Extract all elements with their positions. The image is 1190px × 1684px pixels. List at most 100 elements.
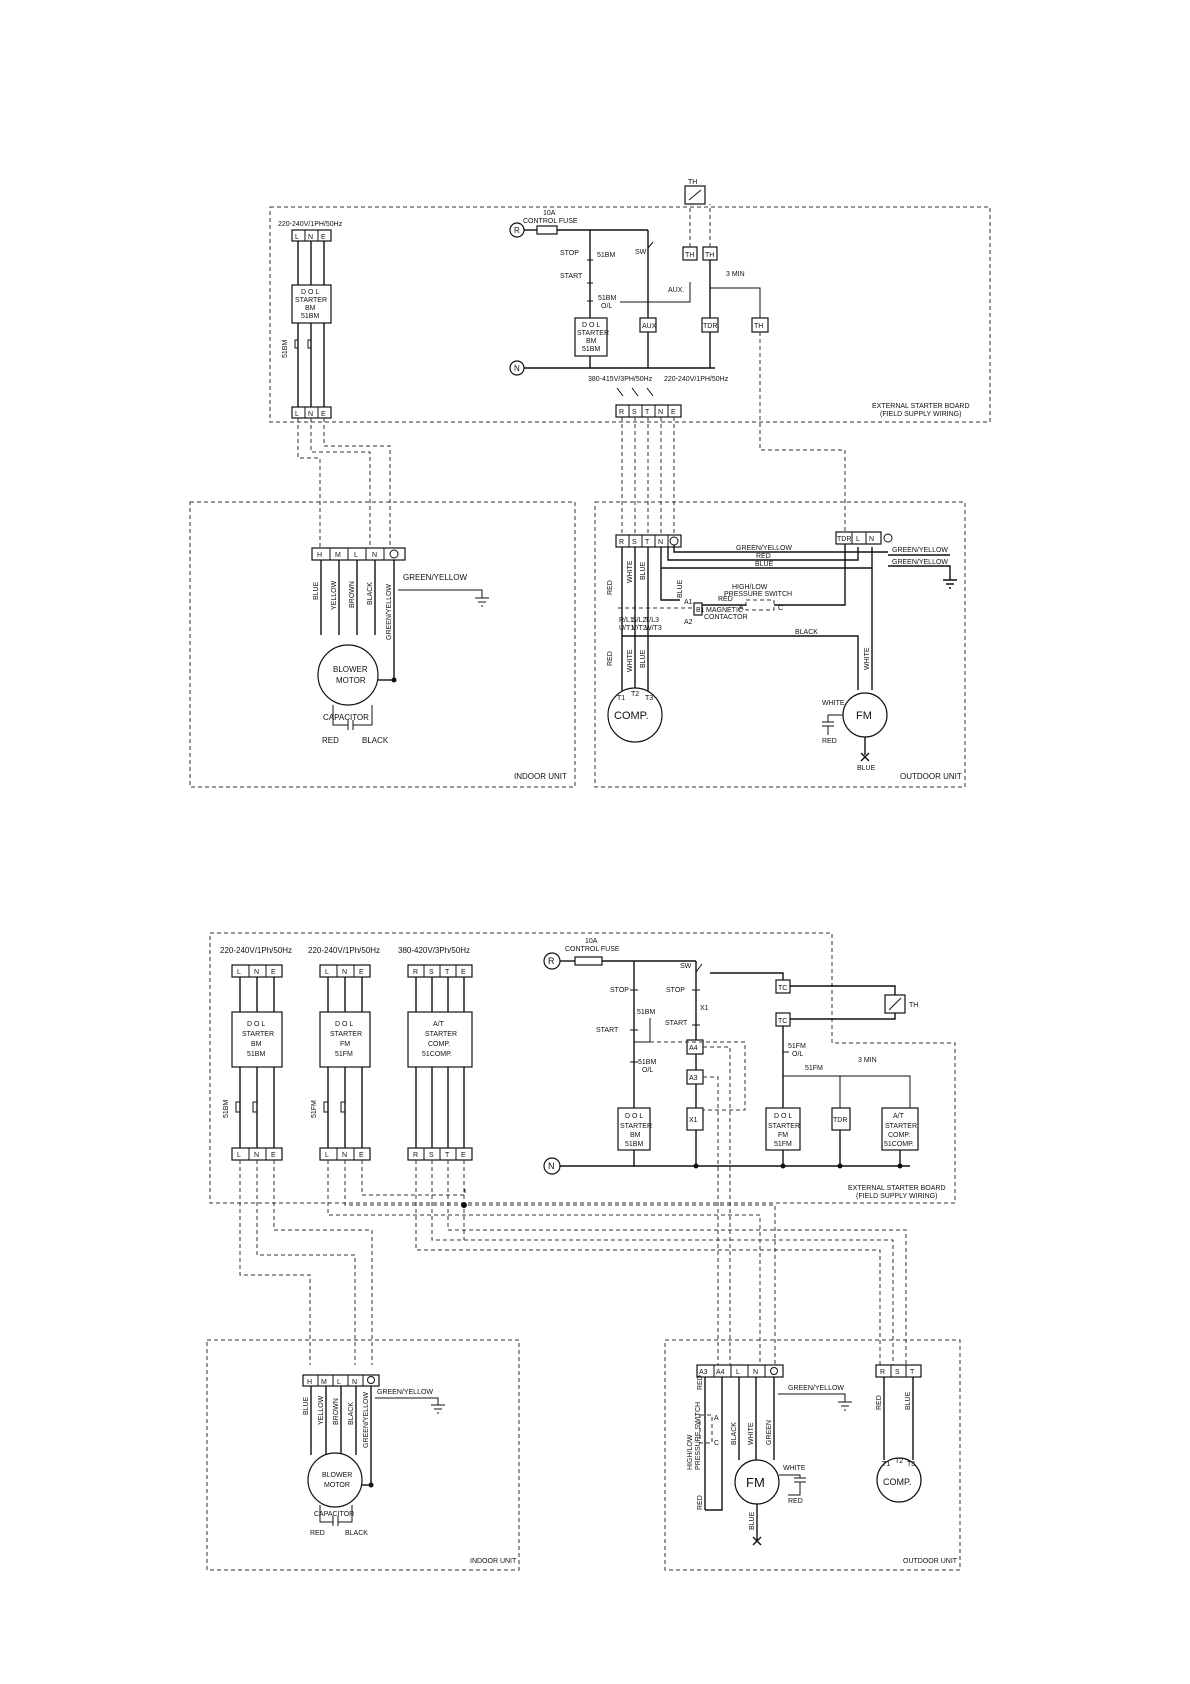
rste-t-b: T — [445, 1152, 450, 1159]
min3-label-1: 3 MIN — [726, 271, 745, 278]
mc-t2: S/L2 — [632, 617, 647, 624]
dfmc2-4: 51FM — [774, 1141, 792, 1148]
x1-coil-label: X1 — [689, 1117, 698, 1124]
th-box-1-label: TH — [685, 252, 694, 259]
o2-fm-green: GREEN — [766, 1420, 773, 1445]
ext-board-2-b: (FIELD SUPPLY WIRING) — [856, 1193, 937, 1200]
in2-yellow: YELLOW — [318, 1395, 325, 1425]
ext-board-label-2: (FIELD SUPPLY WIRING) — [880, 411, 961, 418]
dol-bm-c-l2: STARTER — [577, 330, 609, 337]
atc-4: 51COMP. — [884, 1141, 914, 1148]
dbm2-1: D O L — [247, 1021, 265, 1028]
dol-starter-bm-control-2 — [617, 1107, 651, 1151]
fan-motor-2-label: FM — [746, 1475, 765, 1490]
control-fuse-1 — [536, 225, 558, 235]
o2-comp-red: RED — [876, 1395, 883, 1410]
a3-label: A3 — [689, 1075, 698, 1082]
fm-e: E — [359, 969, 364, 976]
b1: B1 — [696, 607, 705, 614]
dfmc2-2: STARTER — [768, 1123, 800, 1130]
o2-red-bottom: RED — [697, 1495, 704, 1510]
hl-c-1: C — [778, 605, 783, 612]
th-box-3-label: TH — [754, 323, 763, 330]
tdr-box-2 — [831, 1107, 851, 1131]
ol51bm-label-1b: O/L — [601, 303, 612, 310]
lne-bot-l: L — [295, 411, 299, 418]
o2-hl-b: PRESSURE SWITCH — [695, 1402, 702, 1470]
o2-n: N — [753, 1369, 758, 1376]
rste-r-b: R — [413, 1152, 418, 1159]
o2-t2: T2 — [895, 1458, 903, 1465]
ground-symbol-indoor-2 — [367, 1376, 375, 1384]
rste-s-b: S — [429, 1152, 434, 1159]
in2-gy-wire: GREEN/YELLOW — [363, 1392, 370, 1448]
compressor-1-label: COMP. — [614, 710, 649, 722]
sw51bm-2: 51BM — [223, 1100, 230, 1118]
comp-t2: T2 — [631, 691, 639, 698]
o2-t: T — [910, 1369, 915, 1376]
aux-label-1: AUX. — [668, 287, 684, 294]
indoor-term-n: N — [372, 552, 377, 559]
capacitor-red-1: RED — [322, 736, 339, 745]
x1-contact: X1 — [700, 1005, 709, 1012]
atc-2: STARTER — [885, 1123, 917, 1130]
fm-wire-white: WHITE — [864, 647, 871, 670]
outdoor-unit-label: OUTDOOR UNIT — [900, 772, 962, 781]
out-term-t: T — [645, 539, 650, 546]
o2-t3: T3 — [907, 1461, 915, 1468]
hl-switch-1-b: PRESSURE SWITCH — [724, 591, 792, 598]
outdoor-unit-box-2 — [664, 1339, 961, 1571]
lne-top-e: E — [321, 234, 326, 241]
out-gy-1: GREEN/YELLOW — [892, 547, 948, 554]
mc-label-1a: MAGNETIC — [706, 607, 743, 614]
out-wire-red-r: RED — [607, 580, 614, 595]
dbmc2-2: STARTER — [620, 1123, 652, 1130]
indoor-unit-label-2: INDOOR UNIT — [470, 1558, 517, 1565]
rste-r: R — [413, 969, 418, 976]
at-4: 51COMP. — [422, 1051, 452, 1058]
in2-h: H — [307, 1379, 312, 1386]
in2-black: BLACK — [348, 1402, 355, 1425]
sw-label-1: SW — [635, 249, 647, 256]
fuse-label-2: CONTROL FUSE — [565, 946, 620, 953]
dol-bm-l4: 51BM — [301, 313, 319, 320]
hl-switch-box-2 — [699, 1414, 713, 1444]
dol-starter-bm-2 — [231, 1011, 283, 1068]
out-term-n: N — [658, 539, 663, 546]
ol51bm-2b: O/L — [642, 1067, 653, 1074]
diagram-1: TH EXTERNAL STARTER BOARD (FIELD SUPPLY … — [189, 179, 991, 788]
rstne-n: N — [658, 409, 663, 416]
external-starter-board-box — [269, 206, 991, 423]
mc-a1: A1 — [684, 599, 693, 606]
lne-bot-n: N — [308, 411, 313, 418]
supply-3ph-label: 380-415V/3PH/50Hz — [588, 376, 653, 383]
supply-2-bm: 220-240V/1Ph/50Hz — [220, 946, 292, 955]
comp-t1: T1 — [617, 695, 625, 702]
lne-top-l: L — [295, 234, 299, 241]
at-1: A/T — [433, 1021, 445, 1028]
hl-a-1: A — [739, 605, 744, 612]
blower-2-b: MOTOR — [324, 1482, 350, 1489]
ground-symbol-indoor-1 — [389, 549, 399, 559]
dbmc2-4: 51BM — [625, 1141, 643, 1148]
o2-l: L — [736, 1369, 740, 1376]
start-2a: START — [596, 1027, 619, 1034]
cap-2: CAPACITOR — [314, 1511, 354, 1518]
mc-a2: A2 — [684, 619, 693, 626]
a4-label: A4 — [689, 1045, 698, 1052]
sw-2: SW — [680, 963, 692, 970]
dbm2-3: BM — [251, 1041, 262, 1048]
fm-wire-blue: BLUE — [857, 765, 876, 772]
external-starter-board-box-2 — [209, 932, 956, 1204]
o2-gy: GREEN/YELLOW — [788, 1385, 844, 1392]
o2-hl-ac-a: A — [714, 1415, 719, 1422]
mc-coil-1 — [693, 602, 703, 616]
mc-t1: R/L1 — [619, 617, 634, 624]
lne-bot-e: E — [321, 411, 326, 418]
indoor-ground-wire-label: GREEN/YELLOW — [403, 573, 467, 582]
fm-l: L — [325, 969, 329, 976]
supply-indoor-label: 220-240V/1PH/50Hz — [278, 221, 343, 228]
o2-a3: A3 — [699, 1369, 708, 1376]
fm-n-b: N — [342, 1152, 347, 1159]
